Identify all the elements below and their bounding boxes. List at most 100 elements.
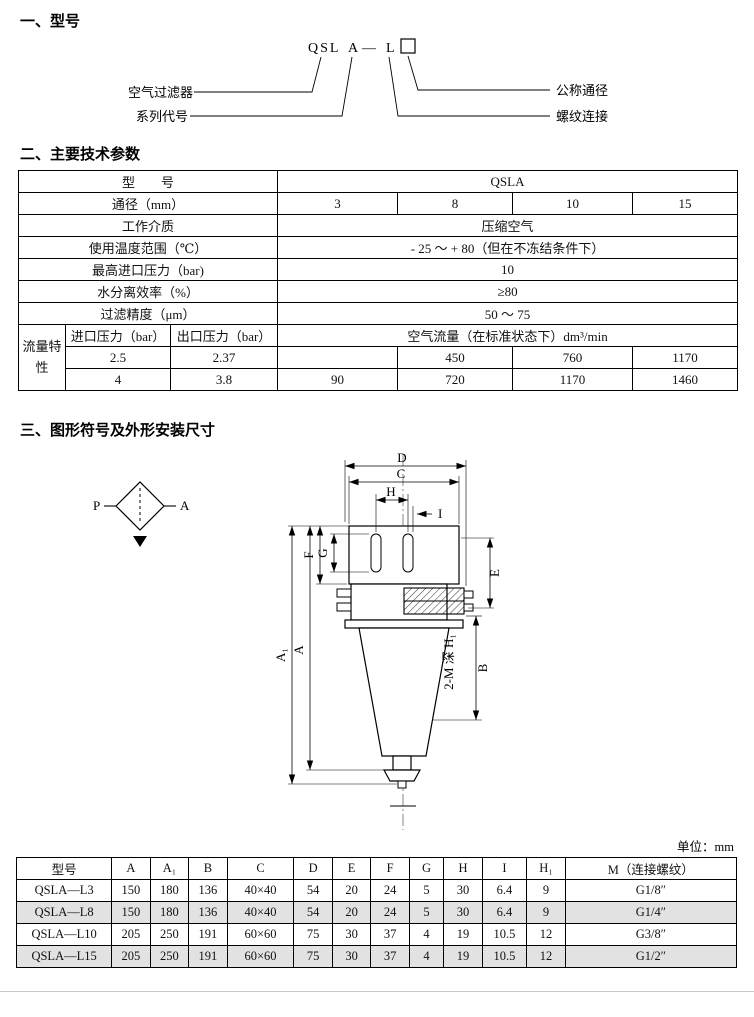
table-cell: 180 [149,901,190,924]
table-cell: G1/8″ [564,879,738,902]
section-title-specs: 二、主要技术参数 [20,146,141,163]
dim-label-a1: A₁ [273,648,288,662]
dim-label-h: H [386,484,395,499]
table-header-cell: F [370,857,410,880]
dim-label-g: G [315,548,330,557]
table-cell: 最高进口压力（bar) [17,258,279,281]
table-cell: ≥80 [277,280,739,303]
table-row: QSLA—L3 150 180 136 40×40 54 20 24 5 30 … [15,879,738,902]
table-cell: 40×40 [226,879,295,902]
table-row: 通径（mm） 3 8 10 15 [17,192,739,215]
table-cell: 136 [188,879,228,902]
port-p-label: P [93,498,100,513]
table-cell: QSLA—L15 [15,945,113,968]
table-cell: 30 [443,879,483,902]
dim-label-a: A [291,645,306,655]
table-header-cell: B [188,857,228,880]
table-cell: 流量特性 [18,324,66,391]
dim-label-i: I [438,506,442,521]
table-row: 工作介质 压缩空气 [17,214,739,237]
model-code-dash: — [361,41,377,56]
table-cell: 10 [277,258,739,281]
model-code-diagram: QSL A — L 空气过滤器 系列代号 公称通径 螺纹连接 [128,38,608,124]
table-cell: G1/2″ [564,945,738,968]
table-header-cell: E [331,857,372,880]
table-cell: 2.5 [65,346,171,369]
dim-label-e: E [487,569,502,577]
table-cell: QSLA—L3 [15,879,113,902]
table-header-cell: I [481,857,528,880]
label-air-filter: 空气过滤器 [128,85,193,100]
table-cell: 6.4 [481,879,528,902]
table-cell: 24 [370,901,410,924]
page-bottom-rule [0,991,754,992]
table-cell: 450 [397,346,514,369]
table-cell: 10.5 [481,945,528,968]
table-header-cell: A₁ [149,857,190,880]
label-nominal-bore: 公称通径 [556,83,608,98]
dim-label-f: F [301,551,316,558]
dim-label-b: B [475,663,490,672]
table-row: 最高进口压力（bar) 10 [17,258,739,281]
table-cell: 150 [111,901,151,924]
table-cell: G3/8″ [564,923,738,946]
table-cell: 30 [331,945,372,968]
table-cell: 空气流量（在标准状态下）dm³/min [277,324,739,347]
label-thread-connection: 螺纹连接 [556,109,608,124]
table-header-cell: H₁ [526,857,566,880]
table-cell: 75 [293,945,333,968]
table-cell: 191 [188,945,228,968]
table-cell: - 25 ～ + 80（但在不冻结条件下） [277,236,739,259]
table-row: 2.5 2.37 450 760 1170 [19,346,739,369]
installation-drawing: P A [93,450,502,830]
filter-symbol: P A [93,481,190,547]
table-cell: 20 [331,879,372,902]
drain-triangle [133,536,147,547]
section-title-dimensions: 三、图形符号及外形安装尺寸 [20,422,216,439]
thread-depth-note: 2-M 深 H₁ [441,634,456,690]
table-cell: 2.37 [169,346,279,369]
table-cell: 1170 [512,368,634,391]
table-cell: 10 [512,192,634,215]
table-header-cell: A [111,857,151,880]
table-cell: 760 [512,346,634,369]
table-cell: 8 [397,192,514,215]
table-row: QSLA—L15 205 250 191 60×60 75 30 37 4 19… [15,945,738,968]
table-cell: 10.5 [481,923,528,946]
table-cell: 205 [111,945,151,968]
table-header-row: 型号 A A₁ B C D E F G H I H₁ M（连接螺纹） [15,857,738,880]
table-cell: 6.4 [481,901,528,924]
table-row: 水分离效率（%） ≥80 [17,280,739,303]
table-header-cell: D [293,857,333,880]
table-cell: 3 [277,192,399,215]
table-cell: 进口压力（bar） [65,324,171,347]
model-code-prefix: QSL [308,41,340,56]
model-code-series: A [348,41,359,56]
table-header-cell: 型号 [15,857,113,880]
leader-lines [190,55,550,117]
table-cell: 90 [277,368,399,391]
dim-label-d: D [397,450,406,465]
model-code-size: L [386,41,395,56]
table-cell: 24 [370,879,410,902]
table-row: 流量特性 进口压力（bar） 出口压力（bar） 空气流量（在标准状态下）dm³… [18,324,739,391]
table-row: 型 号 QSLA [17,170,739,193]
table-cell: 50 ～ 75 [277,302,739,325]
label-series-code: 系列代号 [136,109,188,124]
table-cell: 工作介质 [17,214,279,237]
table-row: 使用温度范围（℃） - 25 ～ + 80（但在不冻结条件下） [17,236,739,259]
table-cell: 型 号 [17,170,279,193]
table-cell: 720 [397,368,514,391]
table-cell: 150 [111,879,151,902]
table-cell: 3.8 [169,368,279,391]
table-cell: QSLA—L8 [15,901,113,924]
table-cell: 205 [111,923,151,946]
table-cell: 过滤精度（μm） [17,302,279,325]
unit-note: 单位：mm [677,840,734,854]
dim-label-c: C [397,466,406,481]
table-cell: 75 [293,923,333,946]
dimension-lines [288,462,494,784]
table-cell: 4 [65,368,171,391]
table-cell: 通径（mm） [17,192,279,215]
